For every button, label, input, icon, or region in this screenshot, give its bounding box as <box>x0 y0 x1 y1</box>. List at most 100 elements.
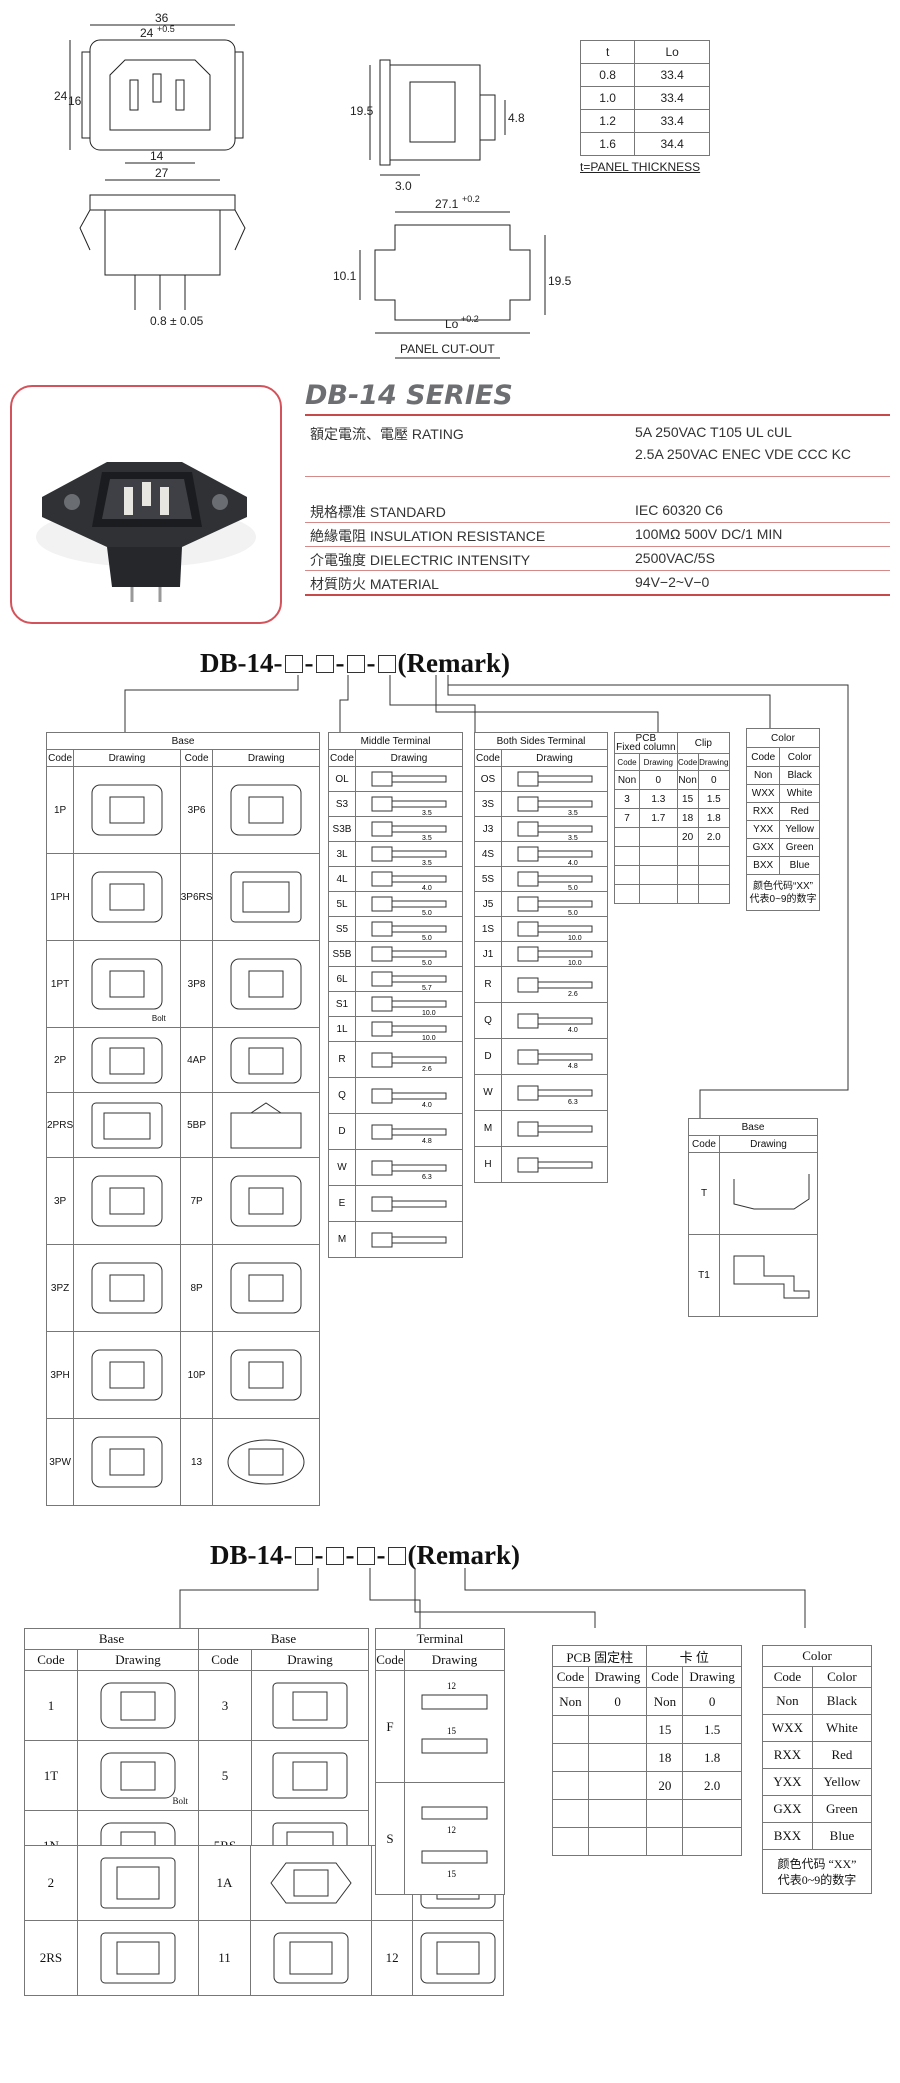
table-row: W 6.3 <box>474 1074 608 1111</box>
svg-text:4.8: 4.8 <box>568 1063 578 1069</box>
svg-text:4.0: 4.0 <box>568 1027 578 1033</box>
svg-text:10.0: 10.0 <box>568 935 582 941</box>
svg-text:5.7: 5.7 <box>422 985 432 991</box>
dim-27-1-tol: +0.2 <box>462 194 480 204</box>
terminal-drawing-icon: 3.5 <box>371 796 447 816</box>
col-code: Code <box>198 1649 252 1671</box>
terminal-drawing-icon: 2.6 <box>517 977 592 997</box>
terminal-code: W <box>474 1074 502 1111</box>
terminal-drawing-icon: 5.7 <box>371 971 447 991</box>
panel-thickness-note: t=PANEL THICKNESS <box>580 160 701 174</box>
terminal-drawing-icon: 5.0 <box>517 896 592 916</box>
terminal-drawing-icon <box>517 771 592 787</box>
terminal-code: E <box>328 1185 356 1222</box>
terminal-drawing-icon: 4.8 <box>517 1049 592 1069</box>
terminal-code: 4S <box>474 841 502 867</box>
spec-label: 介電強度 DIELECTRIC INTENSITY <box>310 552 531 568</box>
series-title: DB-14 SERIES <box>305 380 513 411</box>
product-photo <box>36 462 256 602</box>
pcb-subtitle: Fixed column <box>616 742 676 753</box>
dim-lo-tol: +0.2 <box>461 314 479 324</box>
clip-title: 卡 位 <box>646 1645 742 1667</box>
spec-label: 材質防火 MATERIAL <box>310 576 439 592</box>
spec-value: 5A 250VAC T105 UL cUL <box>635 424 792 440</box>
svg-text:3.5: 3.5 <box>568 835 578 841</box>
terminal-drawing-icon: 4.8 <box>371 1124 447 1144</box>
terminal-code: OL <box>328 766 356 792</box>
svg-text:5.0: 5.0 <box>422 910 432 916</box>
code-remark: (Remark) <box>397 648 510 678</box>
base-code: 3PW <box>45 1418 75 1506</box>
svg-text:3.5: 3.5 <box>422 835 432 841</box>
col-code: Code <box>24 1649 78 1671</box>
terminal-drawing-icon: 4.0 <box>371 1088 447 1108</box>
base-code: 7P <box>179 1157 214 1245</box>
terminal-drawing-icon <box>371 771 447 787</box>
inlet-drawing-icon <box>91 1037 163 1083</box>
col-drawing: Drawing <box>77 1649 199 1671</box>
svg-text:6.3: 6.3 <box>568 1099 578 1105</box>
dim-27-1: 27.1 <box>435 197 459 211</box>
terminal-code: J3 <box>474 816 502 842</box>
terminal-drawing-icon: 5.0 <box>371 946 447 966</box>
spec-value: IEC 60320 C6 <box>635 502 723 518</box>
terminal-code: W <box>328 1149 356 1186</box>
terminal-title: Terminal <box>375 1628 505 1650</box>
base-code: 3PZ <box>45 1244 75 1332</box>
svg-text:6.3: 6.3 <box>422 1174 432 1180</box>
base-code: 5BP <box>179 1092 214 1158</box>
code-remark: (Remark) <box>407 1540 520 1570</box>
base-title: Base <box>198 1628 369 1650</box>
dim-36: 36 <box>155 11 169 25</box>
table-row: M <box>328 1221 463 1258</box>
lo-cell: 33.4 <box>634 86 710 110</box>
dimension-drawings: 36 24 +0.5 24 16 14 27 0.8 ± 0.05 19.5 4… <box>54 11 572 359</box>
color-title: Color <box>762 1645 872 1667</box>
inlet-drawing-icon <box>100 1682 176 1729</box>
terminal-code: D <box>328 1113 356 1150</box>
code-box <box>387 1547 406 1565</box>
inlet-drawing-icon <box>272 1752 348 1799</box>
color-note: 代表0~9的数字 <box>749 893 817 905</box>
base-code: 3PH <box>45 1331 75 1419</box>
code-box <box>294 1547 313 1565</box>
table-row: H <box>474 1146 608 1183</box>
inlet-drawing-icon <box>91 784 163 836</box>
table-row: 1PH 3P6RS <box>45 853 320 941</box>
inlet-drawing-icon <box>91 1349 163 1401</box>
spec-label: 絶緣電阻 INSULATION RESISTANCE <box>310 528 546 544</box>
inlet-drawing-icon <box>91 1262 163 1314</box>
base-code: 3P6RS <box>179 853 214 941</box>
svg-text:5.0: 5.0 <box>422 935 432 941</box>
base-code: 1PH <box>45 853 75 941</box>
terminal-drawing-icon <box>371 1232 447 1247</box>
inlet-drawing-icon <box>270 1862 352 1904</box>
svg-text:10.0: 10.0 <box>568 960 582 966</box>
inlet-drawing-icon <box>100 1857 176 1909</box>
spec-row-standard: 規格標准 STANDARD IEC 60320 C6 <box>305 499 890 523</box>
spec-row-insulation: 絶緣電阻 INSULATION RESISTANCE 100MΩ 500V DC… <box>305 523 890 547</box>
